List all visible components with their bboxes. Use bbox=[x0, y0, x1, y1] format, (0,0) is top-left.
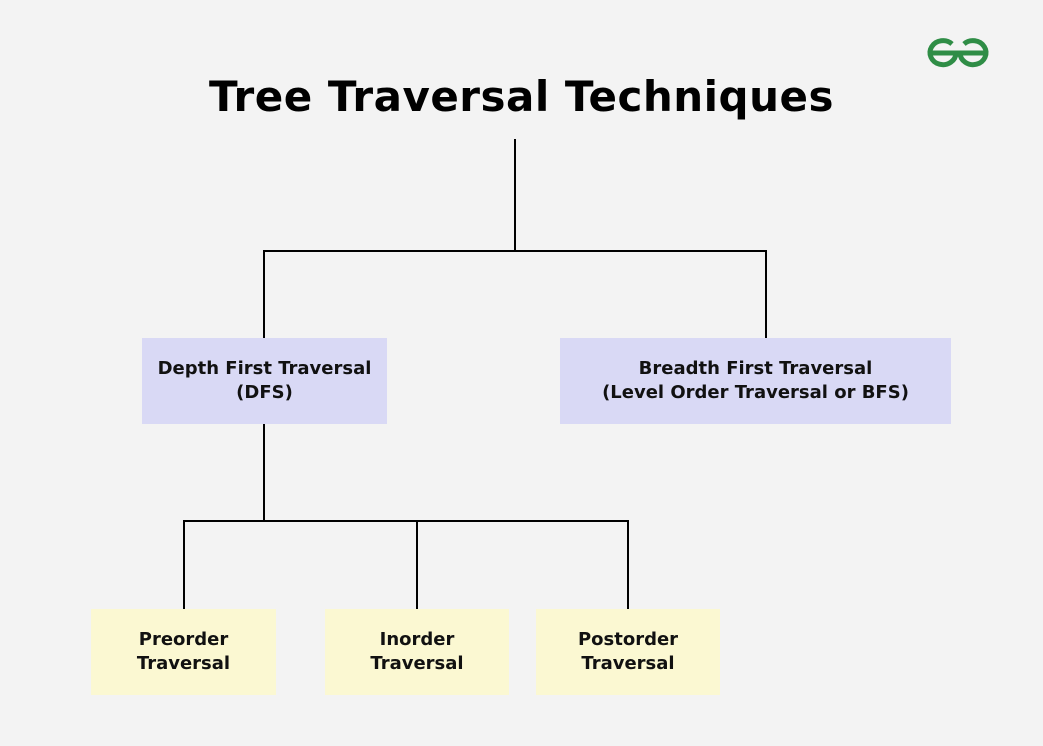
bfs-node: Breadth First Traversal (Level Order Trav… bbox=[560, 338, 951, 424]
node-label: Traversal bbox=[581, 653, 675, 674]
connector bbox=[416, 520, 418, 609]
node-label: Postorder bbox=[577, 629, 679, 650]
connector bbox=[514, 139, 516, 252]
connector bbox=[263, 250, 265, 338]
node-label: Traversal bbox=[136, 653, 231, 674]
node-label: (DFS) bbox=[236, 382, 293, 403]
geeksforgeeks-logo-icon bbox=[925, 36, 991, 74]
connector bbox=[183, 520, 629, 522]
connector bbox=[263, 250, 767, 252]
node-label: Breadth First Traversal bbox=[638, 358, 873, 379]
connector bbox=[627, 520, 629, 609]
node-label: Inorder bbox=[379, 629, 455, 650]
node-label: Traversal bbox=[370, 653, 464, 674]
connector bbox=[765, 250, 767, 338]
diagram-title: Tree Traversal Techniques bbox=[209, 72, 834, 121]
node-label: (Level Order Traversal or BFS) bbox=[602, 382, 909, 403]
node-label: Preorder bbox=[138, 629, 229, 650]
connector bbox=[263, 424, 265, 522]
dfs-node: Depth First Traversal (DFS) bbox=[142, 338, 387, 424]
node-label: Depth First Traversal bbox=[157, 358, 372, 379]
connector bbox=[183, 520, 185, 609]
